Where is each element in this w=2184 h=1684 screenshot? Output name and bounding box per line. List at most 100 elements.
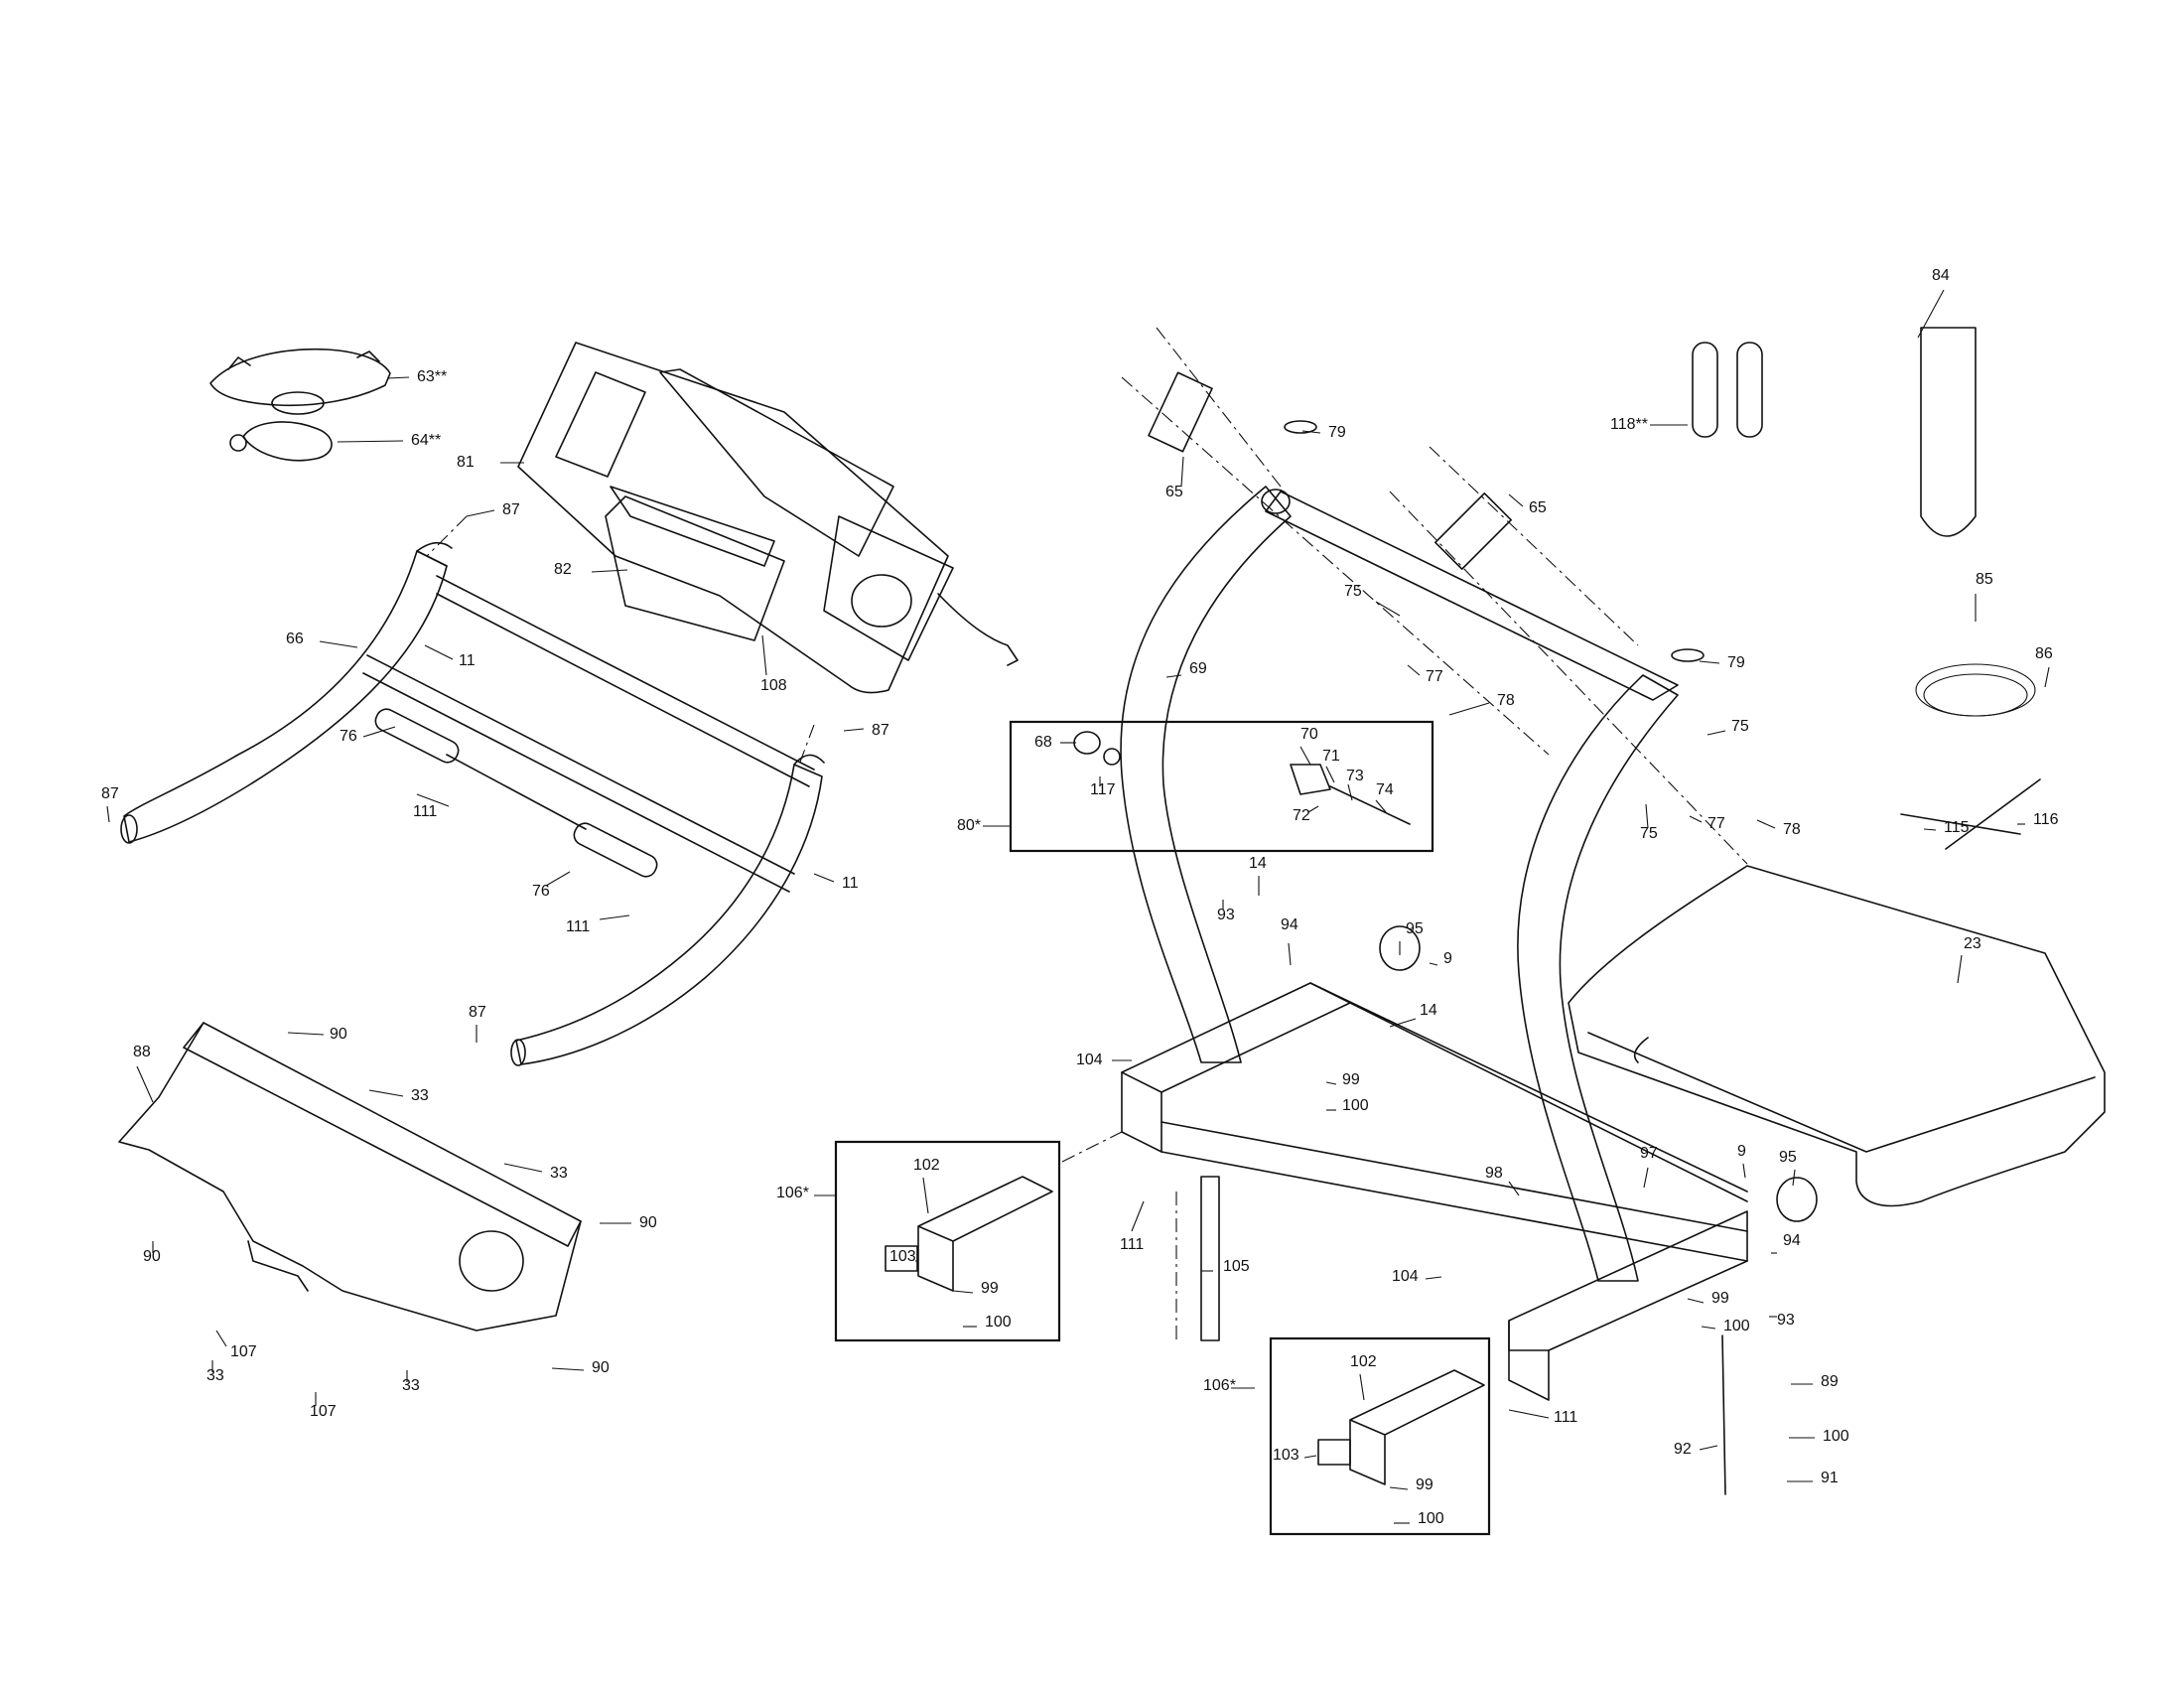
- callout-leader: [319, 640, 358, 648]
- callout-leader: [1299, 746, 1311, 766]
- part-number-label: 87: [502, 501, 520, 518]
- callout-leader: [1347, 783, 1353, 801]
- part-number-label: 90: [143, 1248, 161, 1265]
- part-number-label: 87: [872, 722, 889, 739]
- callout-leader: [466, 509, 495, 517]
- upright-frame-part: [1120, 486, 1748, 1401]
- walking-deck-part: [1568, 865, 2106, 1207]
- part-number-label: 100: [985, 1314, 1012, 1331]
- part-number-label: 79: [1328, 424, 1346, 441]
- part-number-label: 99: [1342, 1071, 1360, 1088]
- part-number-label: 78: [1497, 692, 1515, 709]
- callout-leader: [1375, 799, 1387, 813]
- callout-leader: [424, 644, 454, 660]
- hardware-parts: [1148, 327, 2041, 1495]
- callout-leader: [136, 1065, 154, 1103]
- part-number-label: 99: [1416, 1476, 1433, 1493]
- callout-leader: [952, 1290, 974, 1294]
- part-number-label: 80*: [957, 817, 981, 834]
- part-number-label: 66: [286, 631, 304, 647]
- callout-leader: [106, 805, 110, 823]
- motor-hood-part: [118, 1022, 582, 1332]
- callout-leader: [1389, 1486, 1409, 1490]
- console-part: [517, 342, 1019, 694]
- callout-leader: [1375, 601, 1401, 617]
- callout-leader: [1508, 1409, 1550, 1419]
- part-number-label: 76: [532, 883, 550, 900]
- part-number-label: 117: [1090, 781, 1116, 798]
- part-number-label: 104: [1076, 1052, 1103, 1068]
- callout-leader: [386, 376, 410, 379]
- part-number-label: 103: [1273, 1447, 1299, 1464]
- part-number-label: 93: [1777, 1312, 1795, 1329]
- callout-leader: [503, 1163, 543, 1173]
- callout-leader: [1689, 815, 1703, 823]
- part-number-label: 84: [1932, 267, 1950, 284]
- part-number-label: 93: [1217, 907, 1235, 923]
- part-number-label: 77: [1707, 815, 1725, 832]
- part-number-label: 75: [1344, 583, 1362, 600]
- callout-leader: [1792, 1169, 1796, 1187]
- roller-assembly-box: [1009, 720, 1434, 853]
- part-number-label: 99: [981, 1280, 999, 1297]
- part-number-label: 33: [411, 1087, 429, 1104]
- part-number-label: 81: [457, 454, 475, 471]
- part-number-label: 23: [1964, 935, 1981, 952]
- callout-leader: [1645, 803, 1649, 829]
- part-number-label: 116: [2033, 811, 2059, 828]
- part-number-label: 111: [566, 918, 590, 935]
- part-number-label: 102: [1350, 1353, 1377, 1370]
- part-number-label: 89: [1821, 1373, 1839, 1390]
- part-number-label: 64**: [411, 432, 441, 449]
- part-number-label: 74: [1376, 781, 1394, 798]
- callout-leader: [1303, 1455, 1317, 1459]
- part-number-label: 106*: [776, 1185, 809, 1201]
- part-number-label: 9: [1737, 1143, 1746, 1160]
- part-number-label: 78: [1783, 821, 1801, 838]
- callout-leader: [1756, 819, 1776, 829]
- callout-leader: [1325, 766, 1335, 783]
- part-number-label: 111: [413, 803, 437, 820]
- callout-leader: [337, 440, 404, 443]
- part-number-label: 90: [330, 1026, 347, 1043]
- chest-strap-part: [209, 348, 391, 462]
- callout-leader: [1389, 1018, 1417, 1028]
- callout-leader: [922, 1177, 929, 1214]
- callout-leader: [1448, 702, 1490, 716]
- callout-leader: [1508, 1181, 1520, 1196]
- part-number-label: 92: [1674, 1441, 1692, 1458]
- part-number-label: 73: [1346, 768, 1364, 784]
- callout-leader: [2044, 666, 2050, 688]
- callout-leader: [1301, 430, 1321, 434]
- part-number-label: 68: [1034, 734, 1052, 751]
- callout-leader: [287, 1032, 325, 1036]
- callout-leader: [1699, 660, 1720, 664]
- leveler-assembly-box-1: [834, 1140, 1061, 1342]
- callout-leader: [416, 793, 450, 807]
- part-number-label: 91: [1821, 1470, 1839, 1486]
- part-number-label: 111: [1120, 1236, 1144, 1253]
- callout-leader: [1923, 828, 1937, 831]
- callout-leader: [1425, 1276, 1442, 1280]
- part-number-label: 103: [889, 1248, 916, 1265]
- callout-leader: [1165, 674, 1182, 678]
- part-number-label: 82: [554, 561, 572, 578]
- part-number-label: 100: [1823, 1428, 1849, 1445]
- callout-leader: [599, 914, 630, 920]
- part-number-label: 70: [1300, 726, 1318, 743]
- callout-leader: [813, 873, 835, 883]
- callout-leader: [1288, 942, 1292, 966]
- part-number-label: 87: [101, 785, 119, 802]
- part-number-label: 69: [1189, 660, 1207, 677]
- part-number-label: 87: [469, 1004, 486, 1021]
- callout-leader: [215, 1330, 227, 1347]
- callout-leader: [1508, 493, 1524, 507]
- callout-leader: [545, 871, 571, 887]
- part-number-label: 94: [1783, 1232, 1801, 1249]
- part-number-label: 63**: [417, 368, 447, 385]
- callout-leader: [843, 728, 865, 732]
- callout-leader: [1643, 1167, 1649, 1189]
- part-number-label: 100: [1418, 1510, 1444, 1527]
- part-number-label: 106*: [1203, 1377, 1236, 1394]
